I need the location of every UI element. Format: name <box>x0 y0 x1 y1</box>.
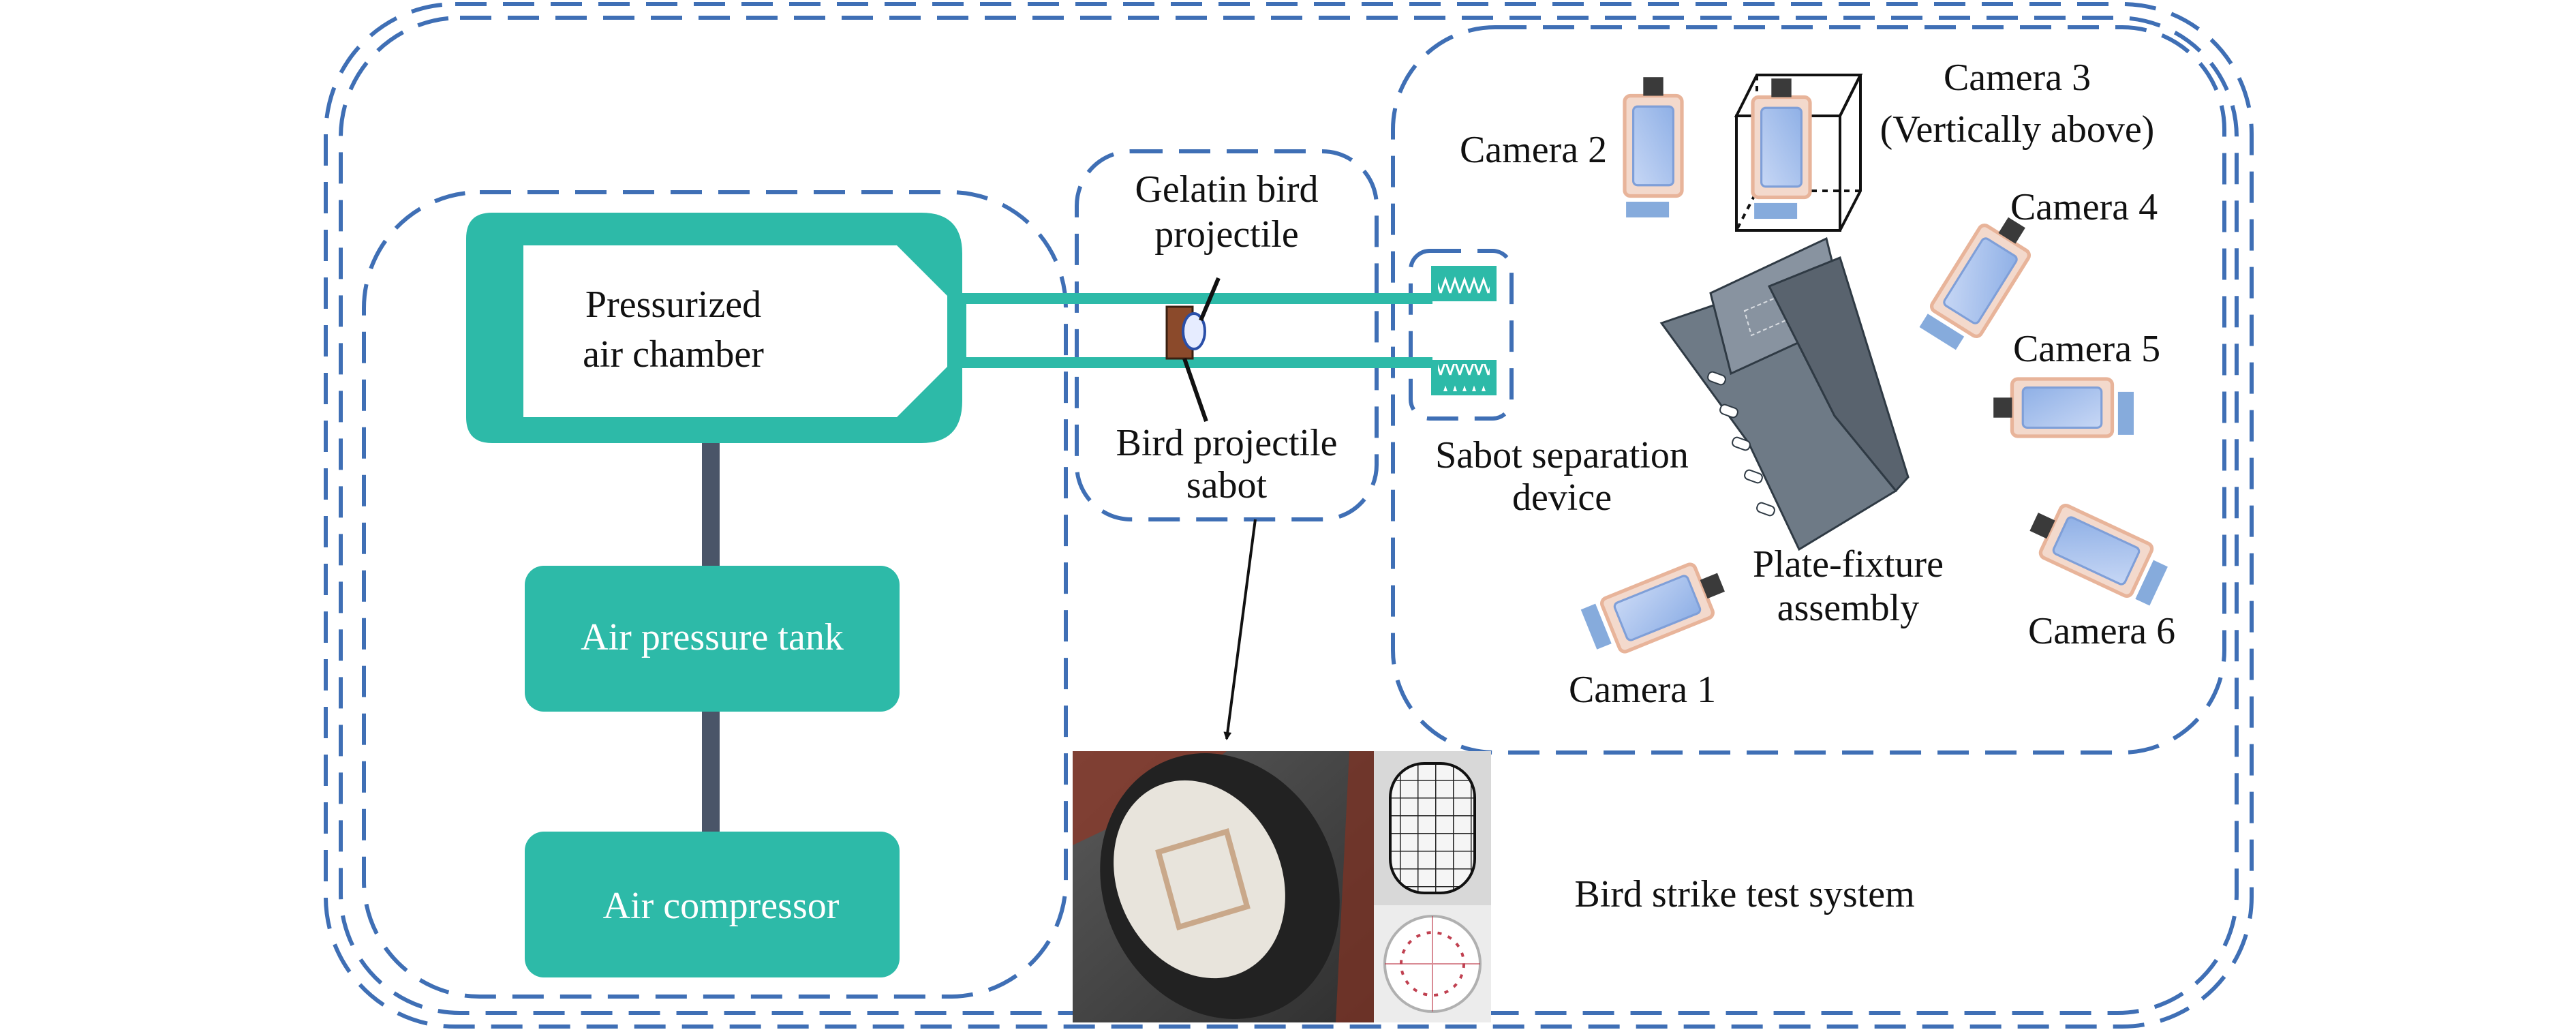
camera-3-label-1: Camera 3 <box>1944 57 2091 99</box>
camera-6 <box>2022 496 2173 607</box>
separation-boundary <box>1409 249 1514 421</box>
gelatin-projectile <box>1182 312 1206 350</box>
photo-arrow <box>1223 519 1257 740</box>
sabot-leader <box>1182 358 1208 422</box>
projectile-boundary <box>1075 149 1379 521</box>
sabot-label-1: Bird projectile <box>1116 422 1337 464</box>
camera-1-label: Camera 1 <box>1569 669 1716 711</box>
system-boundary <box>324 2 2254 1029</box>
system-inner-boundary <box>339 16 2239 1015</box>
sabot-photo <box>1073 751 1491 1022</box>
gelatin-label-1: Gelatin bird <box>1135 168 1318 211</box>
air-supply-boundary <box>362 190 1068 999</box>
plate-label-2: assembly <box>1777 587 1919 629</box>
upper-barrel <box>962 293 1432 304</box>
camera-2 <box>1625 77 1682 217</box>
system-label: Bird strike test system <box>1574 873 1914 915</box>
gelatin-leader <box>1199 277 1221 322</box>
test-zone-boundary <box>1391 25 2226 755</box>
camera-2-label: Camera 2 <box>1460 129 1607 171</box>
plate-fixture-assembly <box>1659 237 1910 551</box>
air-chamber-label-2: air chamber <box>583 333 764 376</box>
compressor-label: Air compressor <box>603 885 840 927</box>
air-compressor: Air compressor <box>525 832 900 977</box>
separation-label-2: device <box>1512 476 1612 519</box>
air-pressure-tank: Air pressure tank <box>525 566 900 712</box>
camera-3-label-2: (Vertically above) <box>1880 108 2155 151</box>
tank-compressor-connector <box>702 712 720 832</box>
sabot-separation-device <box>1431 266 1497 395</box>
camera-3 <box>1753 78 1810 219</box>
plate-label-1: Plate-fixture <box>1753 543 1944 586</box>
camera-4-label: Camera 4 <box>2010 186 2158 228</box>
sabot-label-2: sabot <box>1186 464 1268 506</box>
spring-icon <box>1438 364 1490 391</box>
chamber-tank-connector <box>702 443 720 566</box>
lower-barrel <box>962 357 1432 368</box>
camera-6-label: Camera 6 <box>2028 610 2175 652</box>
camera-5 <box>1993 379 2134 436</box>
air-chamber-label-1: Pressurized <box>585 284 761 326</box>
camera-1 <box>1580 556 1732 661</box>
pressurized-air-chamber: Pressurized air chamber <box>466 213 966 443</box>
separation-label-1: Sabot separation <box>1435 434 1689 476</box>
gelatin-label-2: projectile <box>1154 213 1298 256</box>
spring-icon <box>1438 270 1490 297</box>
sabot-assembly <box>1165 277 1221 422</box>
camera-5-label: Camera 5 <box>2013 328 2160 370</box>
air-tank-label: Air pressure tank <box>581 616 844 658</box>
